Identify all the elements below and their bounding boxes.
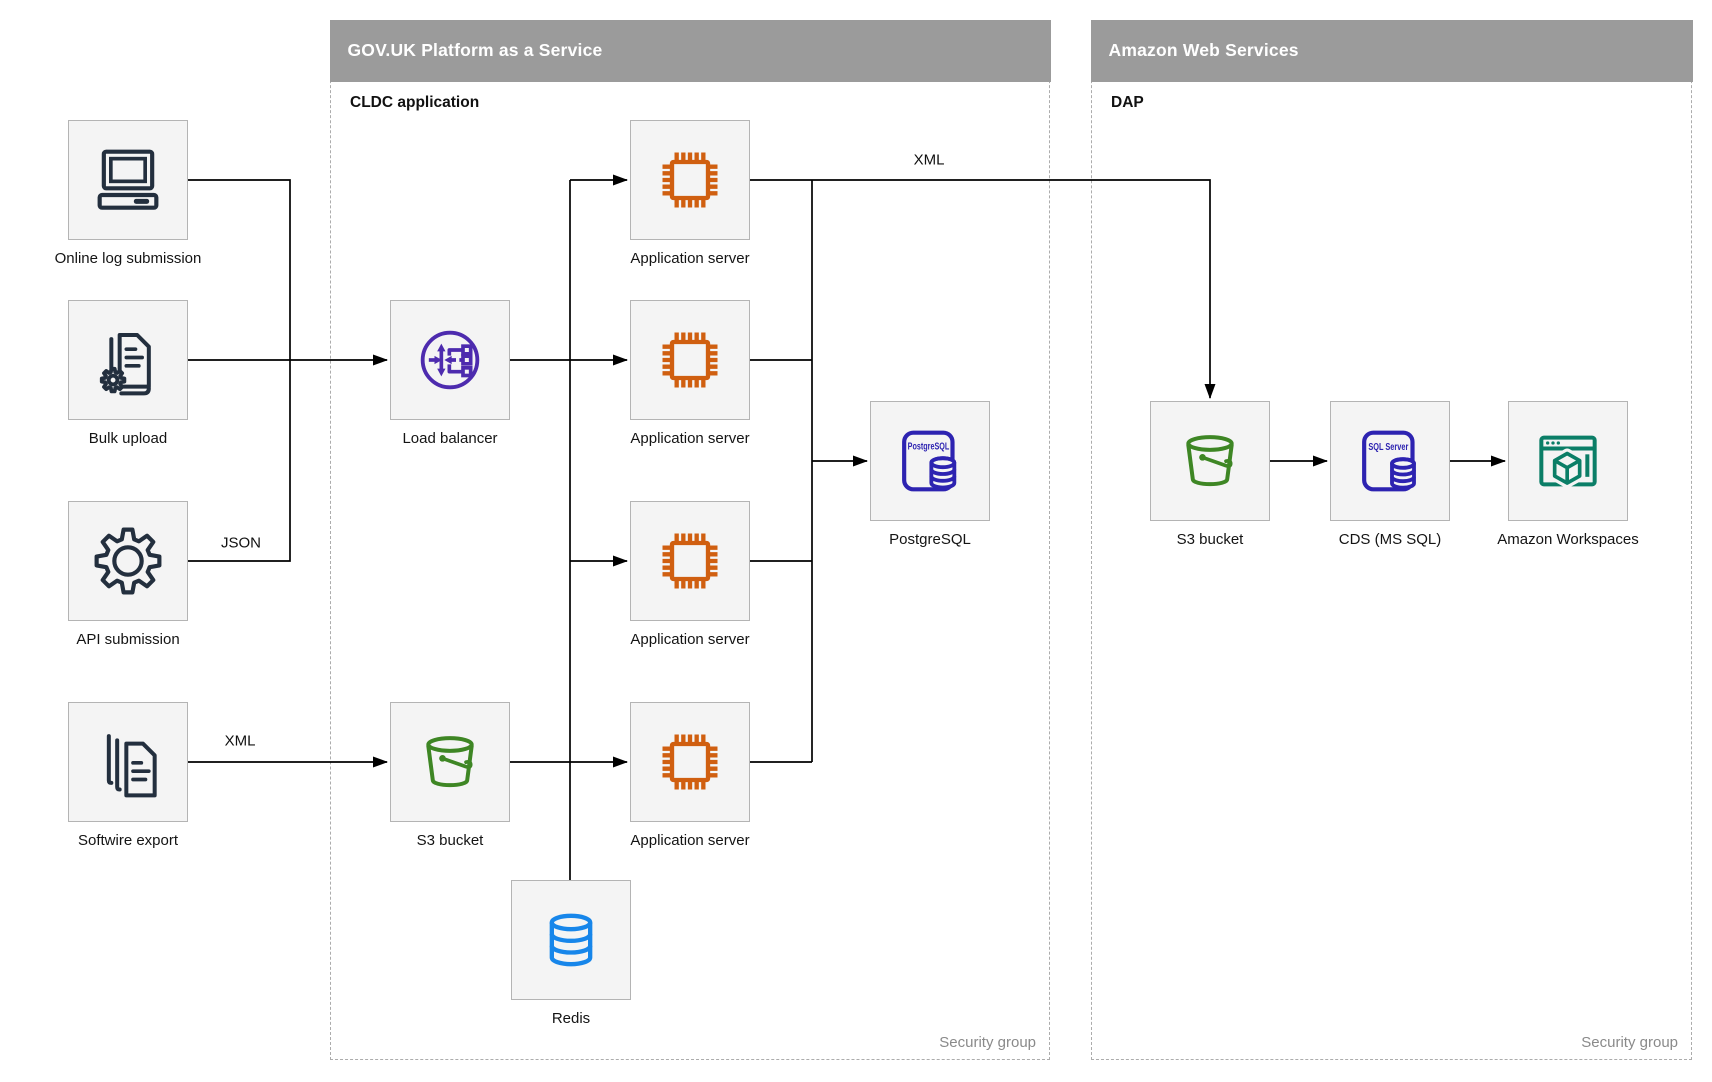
chip-icon xyxy=(662,152,718,208)
node-label: Application server xyxy=(630,430,750,447)
xml-transfer-edge-label: XML xyxy=(913,151,945,169)
postgresql-box: PostgreSQL xyxy=(870,401,990,521)
gear-icon xyxy=(94,527,162,595)
node-label: PostgreSQL xyxy=(889,531,971,548)
document-gear-icon xyxy=(99,333,151,396)
workspaces-box xyxy=(1508,401,1628,521)
node-label: CDS (MS SQL) xyxy=(1338,531,1442,548)
node-amazon-workspaces: Amazon Workspaces xyxy=(1497,401,1639,548)
node-api-submission: API submission xyxy=(68,501,188,648)
chip-icon xyxy=(662,332,718,388)
govuk-paas-container: GOV.UK Platform as a Service CLDC applic… xyxy=(329,19,1051,1060)
chip-icon xyxy=(662,734,718,790)
aws-security-group-label: Security group xyxy=(1581,1034,1678,1051)
govuk-paas-header: GOV.UK Platform as a Service xyxy=(329,19,1051,82)
node-cds-ms-sql: SQL Server CDS (MS SQL) xyxy=(1330,401,1450,548)
node-load-balancer: Load balancer xyxy=(390,300,510,447)
sql-server-icon-text: SQL Server xyxy=(1368,442,1408,453)
document-stack-icon xyxy=(106,734,157,798)
edge-api-junction xyxy=(188,360,291,562)
application-server-box xyxy=(630,120,750,240)
application-server-box xyxy=(630,702,750,822)
softwire-export-box xyxy=(68,702,188,822)
aws-header: Amazon Web Services xyxy=(1090,19,1693,82)
load-balancer-box xyxy=(390,300,510,420)
node-application-server-1: Application server xyxy=(630,120,750,267)
s3-bucket-icon xyxy=(426,736,474,788)
govuk-security-group-label: Security group xyxy=(939,1034,1036,1051)
node-label: Application server xyxy=(630,250,750,267)
application-server-box xyxy=(630,300,750,420)
node-application-server-3: Application server xyxy=(630,501,750,648)
application-server-box xyxy=(630,501,750,621)
node-redis: Redis xyxy=(511,880,631,1027)
node-s3-bucket-aws: S3 bucket xyxy=(1150,401,1270,548)
aws-container: Amazon Web Services DAP Security group xyxy=(1090,19,1693,1060)
bulk-upload-box xyxy=(68,300,188,420)
node-label: Application server xyxy=(630,832,750,849)
node-label: Amazon Workspaces xyxy=(1497,531,1639,548)
node-label: S3 bucket xyxy=(416,832,484,849)
cds-box: SQL Server xyxy=(1330,401,1450,521)
node-label: Redis xyxy=(551,1010,591,1027)
node-label: S3 bucket xyxy=(1176,531,1244,548)
api-submission-box xyxy=(68,501,188,621)
node-application-server-2: Application server xyxy=(630,300,750,447)
node-application-server-4: Application server xyxy=(630,702,750,849)
online-log-box xyxy=(68,120,188,240)
node-label: Online log submission xyxy=(54,250,202,267)
node-softwire-export: Softwire export xyxy=(68,702,188,849)
s3-bucket-aws-box xyxy=(1150,401,1270,521)
node-label: Softwire export xyxy=(77,832,179,849)
node-s3-bucket-govuk: S3 bucket xyxy=(390,702,510,849)
s3-bucket-govuk-box xyxy=(390,702,510,822)
sql-server-icon: SQL Server xyxy=(1362,430,1416,492)
node-bulk-upload: Bulk upload xyxy=(68,300,188,447)
node-label: Application server xyxy=(630,631,750,648)
computer-icon xyxy=(97,149,159,210)
edge-online-log-junction xyxy=(188,179,291,360)
node-online-log-submission: Online log submission xyxy=(55,120,201,267)
postgresql-icon-text: PostgreSQL xyxy=(908,441,950,452)
workspaces-icon xyxy=(1539,435,1597,489)
json-edge-label: JSON xyxy=(220,534,262,552)
cldc-application-label: CLDC application xyxy=(350,94,480,111)
s3-bucket-icon xyxy=(1186,435,1234,487)
xml-export-edge-label: XML xyxy=(224,732,256,750)
postgresql-icon: PostgreSQL xyxy=(902,430,957,492)
node-postgresql: PostgreSQL PostgreSQL xyxy=(870,401,990,548)
node-label: Load balancer xyxy=(402,430,498,447)
database-icon xyxy=(549,913,593,967)
node-label: API submission xyxy=(76,631,180,648)
dap-label: DAP xyxy=(1111,94,1144,111)
load-balancer-icon xyxy=(420,330,480,390)
redis-box xyxy=(511,880,631,1000)
edge-xml-to-aws-s3 xyxy=(750,179,1216,399)
chip-icon xyxy=(662,533,718,589)
node-label: Bulk upload xyxy=(88,430,168,447)
